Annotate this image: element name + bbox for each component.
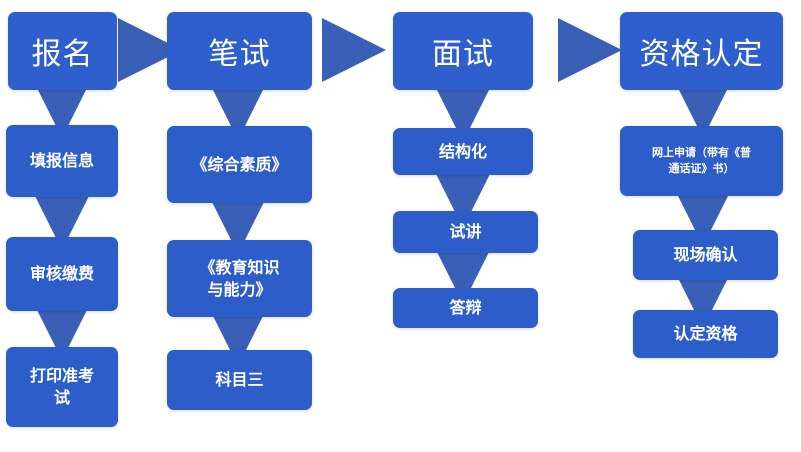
step-comprehensive: 《综合素质》 <box>167 126 312 203</box>
step-online-apply: 网上申请（带有《普 通话证》书） <box>620 126 783 196</box>
step-review-pay: 审核缴费 <box>6 237 118 311</box>
header-zige-rending: 资格认定 <box>620 12 783 90</box>
step-onsite-confirm: 现场确认 <box>633 230 778 280</box>
header-baoming: 报名 <box>8 12 117 90</box>
step-defense: 答辩 <box>393 288 538 328</box>
step-print-ticket: 打印准考 试 <box>6 347 118 427</box>
step-trial-lecture: 试讲 <box>393 211 538 253</box>
header-bishi: 笔试 <box>167 12 312 90</box>
header-mianshi: 面试 <box>393 12 533 90</box>
step-subject-three: 科目三 <box>167 350 312 410</box>
step-structured: 结构化 <box>393 128 533 175</box>
step-education-knowledge: 《教育知识 与能力》 <box>167 240 312 317</box>
step-certify: 认定资格 <box>633 310 778 358</box>
step-fill-info: 填报信息 <box>6 125 118 197</box>
